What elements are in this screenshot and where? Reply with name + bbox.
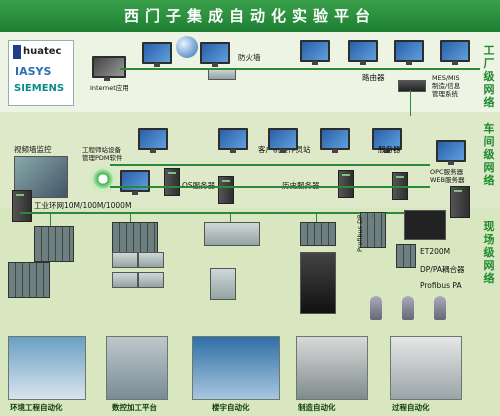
industrial-ring-line: [20, 212, 440, 214]
plc-rack-icon: [360, 212, 386, 248]
monitor-icon: [348, 40, 378, 65]
workshop-network-line: [110, 186, 430, 188]
monitor-icon: [320, 128, 350, 153]
server-label: 服务器: [378, 145, 401, 154]
cd-disc-icon: [90, 166, 116, 192]
huatec-mark-icon: [13, 45, 21, 59]
switch-icon: [12, 190, 32, 222]
photo-process: [390, 336, 462, 400]
drive-icon: [112, 272, 138, 288]
router-device-icon: [398, 80, 426, 92]
server-icon: [164, 168, 180, 196]
globe-icon: [176, 36, 198, 58]
opc-server-label: OPC服务器: [430, 168, 464, 176]
temperature-sensor-icon: [434, 296, 446, 320]
laptop-icon: [92, 56, 126, 81]
app-label-environmental: 环境工程自动化: [10, 403, 63, 412]
controller-icon: [300, 252, 336, 314]
dp-pa-coupler-label: DP/PA耦合器: [420, 265, 465, 274]
mes-line3-label: 管理系统: [432, 90, 458, 98]
tier-label-factory: 工厂级网络: [483, 44, 495, 109]
industrial-ring-label: 工业环网10M/100M/1000M: [34, 201, 132, 210]
monitor-icon: [120, 170, 150, 195]
flow-sensor-icon: [402, 296, 414, 320]
plc-rack-icon: [34, 226, 74, 262]
workshop-network-line: [110, 164, 430, 166]
monitor-icon: [372, 128, 402, 153]
monitor-icon: [300, 40, 330, 65]
pdm-label: 管理PDM软件: [82, 154, 123, 162]
drop-line: [230, 214, 231, 222]
firewall-label: 防火墙: [238, 53, 261, 62]
tier-label-workshop: 车间级网络: [483, 122, 495, 187]
drop-line: [316, 214, 317, 222]
photo-manufacturing: [296, 336, 368, 400]
hmi-panel-icon: [404, 210, 446, 240]
monitor-icon: [436, 140, 466, 165]
drive-icon: [112, 252, 138, 268]
eng-station-label: 工程师站设备: [82, 146, 121, 154]
app-label-building: 楼宇自动化: [212, 403, 250, 412]
et200m-label: ET200M: [420, 247, 451, 256]
monitor-icon: [200, 42, 230, 67]
tier-label-field: 现场级网络: [483, 220, 495, 285]
brand-iasys: IASYS: [15, 65, 52, 78]
web-server-label: WEB服务器: [430, 176, 465, 184]
monitor-icon: [142, 42, 172, 67]
monitor-icon: [440, 40, 470, 65]
pressure-sensor-icon: [370, 296, 382, 320]
brand-siemens: SIEMENS: [14, 83, 65, 94]
router-label: 路由器: [362, 73, 385, 82]
server-icon: [338, 170, 354, 198]
profibus-pa-label: Profibus PA: [420, 281, 462, 290]
switch-icon: [450, 186, 470, 218]
drop-line: [50, 214, 51, 226]
photo-environmental: [8, 336, 86, 400]
drop-line: [372, 214, 373, 218]
profibus-dp-label: Profibus DP: [356, 214, 364, 252]
monitor-icon: [394, 40, 424, 65]
plc-rack-icon: [8, 262, 50, 298]
os-server-label: OS服务器: [182, 182, 215, 190]
monitor-icon: [218, 128, 248, 153]
page-title: 西门子集成自动化实验平台: [0, 0, 500, 32]
workshop-band: [0, 112, 500, 208]
brand-huatec: huatec: [23, 46, 62, 57]
app-label-cnc: 数控加工平台: [112, 403, 157, 412]
io-module-icon: [210, 268, 236, 300]
history-server-label: 历史服务器: [282, 182, 320, 190]
drop-line: [130, 214, 131, 222]
plc-rack-icon: [396, 244, 416, 268]
app-label-process: 过程自动化: [392, 403, 430, 412]
factory-network-line: [290, 68, 480, 70]
server-icon: [218, 176, 234, 204]
photo-cnc: [106, 336, 168, 400]
drive-icon: [138, 252, 164, 268]
monitor-icon: [138, 128, 168, 153]
video-wall-label: 视频墙监控: [14, 145, 52, 154]
internet-app-label: Internet应用: [90, 84, 129, 92]
mes-line2-label: 制造/信息: [432, 82, 461, 90]
factory-network-line: [120, 68, 290, 70]
uplink-line: [410, 90, 411, 116]
factory-band: [0, 32, 500, 112]
monitor-icon: [268, 128, 298, 153]
brand-logo: huatec IASYS SIEMENS: [8, 40, 74, 106]
photo-building: [192, 336, 280, 400]
drive-icon: [138, 272, 164, 288]
ipc-rack-icon: [204, 222, 260, 246]
app-label-manufacturing: 制造自动化: [298, 403, 336, 412]
mes-mis-label: MES/MIS: [432, 74, 460, 82]
plc-rack-icon: [300, 222, 336, 246]
